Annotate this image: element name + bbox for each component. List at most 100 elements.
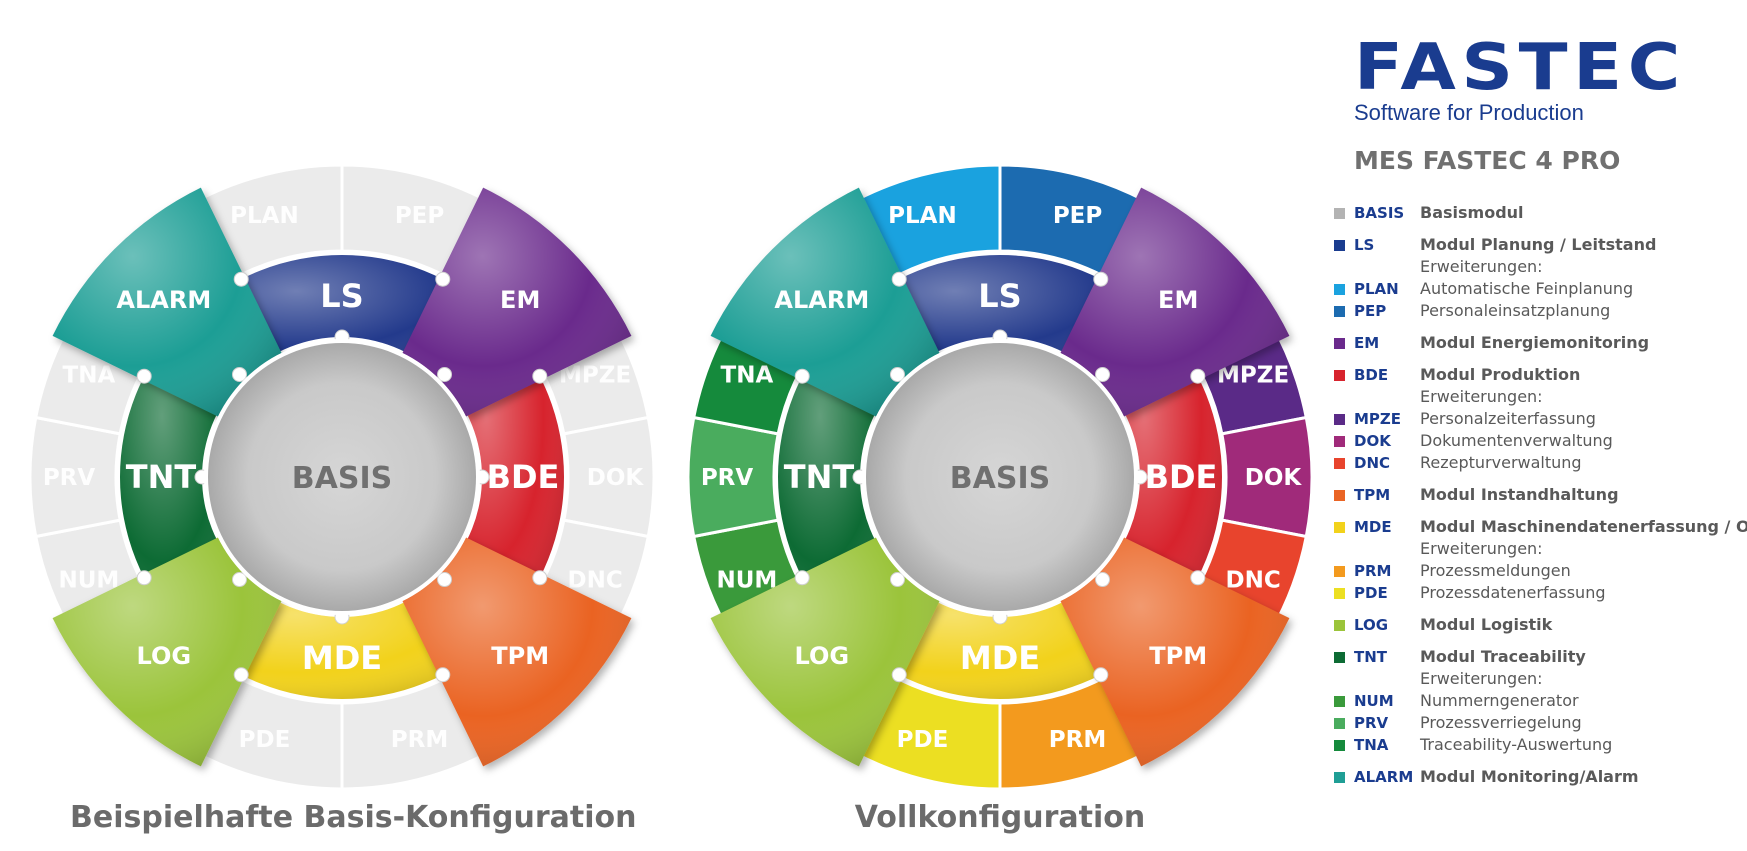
- connector-dot: [1190, 570, 1206, 586]
- extension-label-num: NUM: [58, 567, 119, 593]
- legend-code: LS: [1354, 236, 1375, 254]
- legend-code: PLAN: [1354, 280, 1399, 298]
- module-shine-log: [52, 537, 282, 767]
- connector-dot: [1093, 271, 1109, 287]
- module-label-em: EM: [1158, 286, 1198, 314]
- connector-dot: [891, 271, 907, 287]
- extension-label-prv: PRV: [701, 465, 754, 491]
- legend-code: PRV: [1354, 714, 1389, 732]
- module-shine-em: [402, 187, 632, 417]
- module-label-tnt: TNT: [126, 458, 197, 496]
- extension-label-num: NUM: [716, 567, 777, 593]
- legend-code: TPM: [1354, 486, 1391, 504]
- module-label-mde: MDE: [960, 639, 1040, 677]
- connector-dot: [1095, 366, 1111, 382]
- legend-desc: Modul Traceability: [1420, 647, 1586, 666]
- legend-swatch: [1334, 740, 1345, 751]
- legend-desc: Modul Instandhaltung: [1420, 485, 1619, 504]
- legend-code: PRM: [1354, 562, 1392, 580]
- legend-swatch: [1334, 588, 1345, 599]
- connector-dot: [435, 667, 451, 683]
- connector-dot: [233, 667, 249, 683]
- legend-desc: Nummerngenerator: [1420, 691, 1579, 710]
- legend-code: MPZE: [1354, 410, 1402, 428]
- legend-desc: Erweiterungen:: [1420, 387, 1543, 406]
- legend-swatch: [1334, 458, 1345, 469]
- connector-dot: [891, 667, 907, 683]
- extension-label-tna: TNA: [721, 363, 774, 389]
- module-shine-alarm: [710, 187, 940, 417]
- legend-desc: Prozessverriegelung: [1420, 713, 1582, 732]
- legend-code: EM: [1354, 334, 1380, 352]
- legend-desc: Rezepturverwaltung: [1420, 453, 1582, 472]
- legend-desc: Automatische Feinplanung: [1420, 279, 1634, 298]
- legend-code: TNT: [1354, 648, 1388, 666]
- module-shine-tpm: [1060, 537, 1290, 767]
- module-shine-log: [710, 537, 940, 767]
- connector-dot: [231, 366, 247, 382]
- legend-swatch: [1334, 652, 1345, 663]
- legend-swatch: [1334, 566, 1345, 577]
- legend-desc: Erweiterungen:: [1420, 539, 1543, 558]
- legend-desc: Modul Maschinendatenerfassung / OEE: [1420, 517, 1747, 536]
- extension-label-prm: PRM: [391, 727, 448, 753]
- legend-code: MDE: [1354, 518, 1392, 536]
- legend-code: BDE: [1354, 366, 1389, 384]
- module-shine-tpm: [402, 537, 632, 767]
- module-label-log: LOG: [795, 642, 850, 670]
- legend-swatch: [1334, 240, 1345, 251]
- module-label-bde: BDE: [487, 458, 560, 496]
- legend-desc: Traceability-Auswertung: [1420, 735, 1613, 754]
- module-label-alarm: ALARM: [774, 286, 869, 314]
- connector-dot: [136, 570, 152, 586]
- legend-desc: Modul Planung / Leitstand: [1420, 235, 1657, 254]
- legend-swatch: [1334, 208, 1345, 219]
- extension-label-pde: PDE: [239, 727, 291, 753]
- connector-dot: [1093, 667, 1109, 683]
- legend-code: PEP: [1354, 302, 1387, 320]
- legend-swatch: [1334, 338, 1345, 349]
- extension-label-mpze: MPZE: [559, 363, 631, 389]
- legend-desc: Personaleinsatzplanung: [1420, 301, 1611, 320]
- legend-swatch: [1334, 490, 1345, 501]
- extension-label-plan: PLAN: [888, 203, 957, 229]
- legend-swatch: [1334, 306, 1345, 317]
- legend-swatch: [1334, 436, 1345, 447]
- legend-code: DOK: [1354, 432, 1391, 450]
- legend-desc: Modul Monitoring/Alarm: [1420, 767, 1639, 786]
- legend-title: MES FASTEC 4 PRO: [1354, 146, 1621, 175]
- connector-dot: [889, 572, 905, 588]
- legend-code: PDE: [1354, 584, 1388, 602]
- connector-dot: [794, 570, 810, 586]
- legend-code: NUM: [1354, 692, 1394, 710]
- module-shine-alarm: [52, 187, 282, 417]
- caption-basis-config: Beispielhafte Basis-Konfiguration: [70, 800, 637, 835]
- connector-dot: [532, 570, 548, 586]
- legend-desc: Erweiterungen:: [1420, 257, 1543, 276]
- connector-dot: [233, 271, 249, 287]
- legend-desc: Erweiterungen:: [1420, 669, 1543, 688]
- module-label-mde: MDE: [302, 639, 382, 677]
- extension-label-pde: PDE: [897, 727, 949, 753]
- extension-label-prm: PRM: [1049, 727, 1106, 753]
- module-label-tnt: TNT: [784, 458, 855, 496]
- legend-swatch: [1334, 370, 1345, 381]
- extension-label-prv: PRV: [43, 465, 96, 491]
- connector-dot: [231, 572, 247, 588]
- legend-desc: Modul Logistik: [1420, 615, 1553, 634]
- connector-dot: [437, 366, 453, 382]
- legend-desc: Personalzeiterfassung: [1420, 409, 1596, 428]
- module-label-alarm: ALARM: [116, 286, 211, 314]
- legend-desc: Prozessmeldungen: [1420, 561, 1571, 580]
- legend-swatch: [1334, 620, 1345, 631]
- connector-dot: [136, 368, 152, 384]
- extension-label-mpze: MPZE: [1217, 363, 1289, 389]
- caption-full-config: Vollkonfiguration: [854, 800, 1146, 835]
- legend-swatch: [1334, 522, 1345, 533]
- brand-tagline: Software for Production: [1354, 100, 1584, 125]
- legend-code: DNC: [1354, 454, 1391, 472]
- connector-dot: [889, 366, 905, 382]
